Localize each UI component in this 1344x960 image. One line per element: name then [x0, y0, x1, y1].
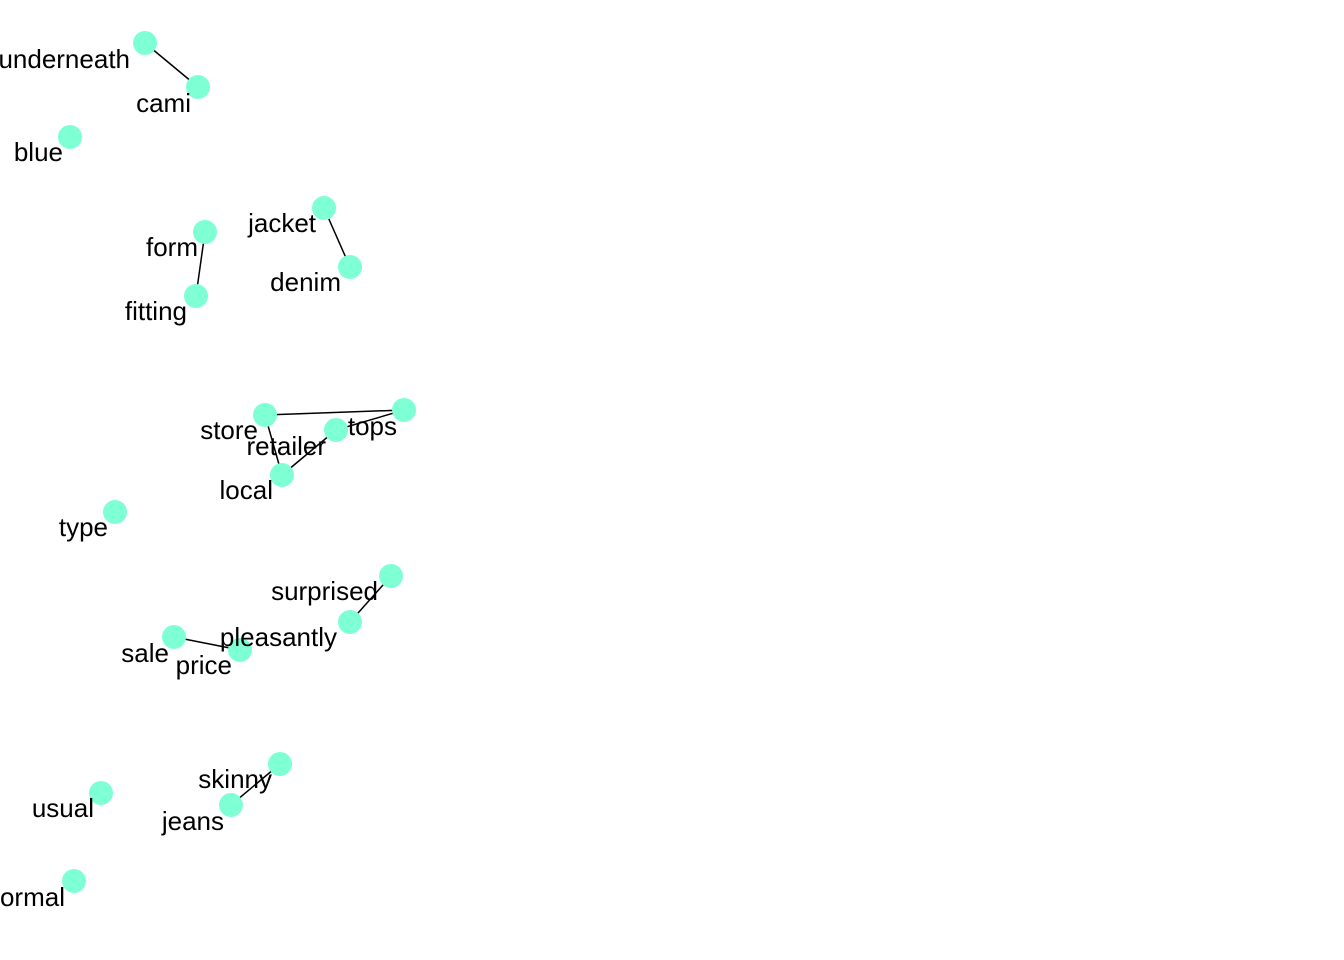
edge-store-tops: [264, 409, 405, 416]
node-label-sale: sale: [121, 638, 169, 668]
node-label-blue: blue: [14, 137, 63, 167]
node-denim: [338, 255, 362, 279]
node-formal: [62, 869, 86, 893]
node-label-denim: denim: [270, 267, 341, 297]
node-skinny: [268, 752, 292, 776]
node-label-usual: usual: [32, 793, 94, 823]
node-local: [270, 463, 294, 487]
node-label-jacket: jacket: [247, 208, 317, 238]
node-sale: [162, 625, 186, 649]
node-label-retailer: retailer: [247, 431, 327, 461]
node-cami: [186, 75, 210, 99]
node-surprised: [379, 564, 403, 588]
nodes-layer: [58, 31, 416, 893]
node-label-skinny: skinny: [198, 764, 272, 794]
node-type: [103, 500, 127, 524]
node-underneath: [133, 31, 157, 55]
node-label-fitting: fitting: [125, 296, 187, 326]
node-label-price: price: [176, 650, 232, 680]
node-jeans: [219, 793, 243, 817]
node-retailer: [324, 418, 348, 442]
node-label-underneath: underneath: [0, 44, 130, 74]
node-jacket: [312, 196, 336, 220]
node-pleasantly: [338, 610, 362, 634]
node-label-cami: cami: [136, 88, 191, 118]
node-label-local: local: [220, 475, 273, 505]
node-form: [193, 220, 217, 244]
node-label-surprised: surprised: [271, 576, 378, 606]
node-price: [228, 638, 252, 662]
node-label-jeans: jeans: [161, 806, 224, 836]
node-label-type: type: [59, 512, 108, 542]
node-label-store: store: [200, 415, 258, 445]
node-label-form: form: [146, 232, 198, 262]
node-tops: [392, 398, 416, 422]
node-label-pleasantly: pleasantly: [220, 622, 337, 652]
node-fitting: [184, 284, 208, 308]
node-label-formal: formal: [0, 882, 65, 912]
node-label-tops: tops: [348, 411, 397, 441]
node-blue: [58, 125, 82, 149]
node-usual: [89, 781, 113, 805]
node-store: [253, 403, 277, 427]
